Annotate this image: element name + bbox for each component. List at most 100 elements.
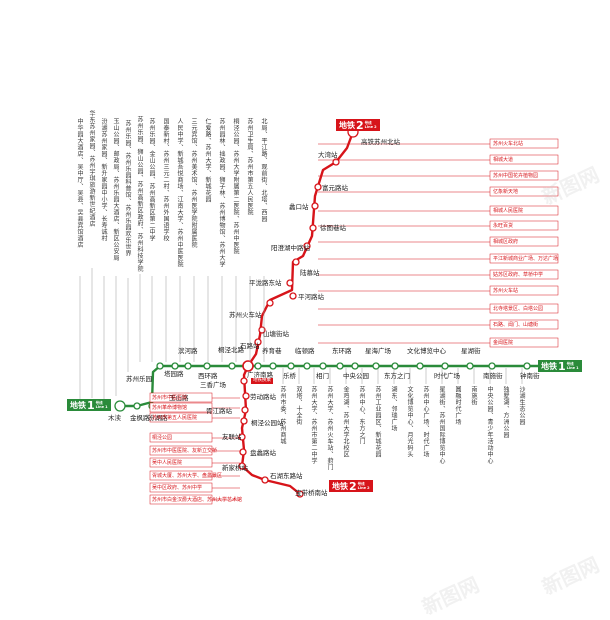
- line2-station-dot: [266, 299, 274, 307]
- right-label-box: [489, 253, 559, 264]
- line1-station-label: 滨河路: [178, 347, 198, 355]
- top-attraction-label: 仁爱路、苏州大学、新城花园: [204, 118, 211, 203]
- left-attraction-label: 苏州革命博物馆: [152, 405, 188, 411]
- line1-station-dot: [336, 362, 344, 370]
- line1-station-dot: [391, 362, 399, 370]
- right-attraction-label: 相城人民医院: [493, 208, 524, 214]
- line2-station-label: 石路站: [240, 342, 260, 350]
- line1-station-dot: [319, 362, 327, 370]
- line1-station-label: 东环路: [332, 347, 352, 355]
- line1-station-label: 临顿路: [295, 347, 315, 355]
- line2-station-dot: [332, 158, 340, 166]
- line2-station-label: 山塘街站: [263, 330, 289, 338]
- line2-station-dot: [309, 224, 317, 232]
- line1-badge-num-r: 1: [558, 359, 566, 373]
- line1-station-dot: [269, 362, 277, 370]
- line2-station-dot: [311, 202, 319, 210]
- line2-station-dot: [258, 326, 266, 334]
- left-attraction-label: 吴中人民医院: [152, 460, 183, 466]
- right-attraction-label: 姑苏区政府、草桥中学: [493, 272, 544, 278]
- line1-station-label: 汾湖路: [148, 414, 168, 422]
- line1-station-label: 养育巷: [262, 347, 282, 355]
- left-label-box: [149, 432, 213, 443]
- right-label-box: [489, 138, 559, 149]
- bottom-attraction-label: 苏州工业园区、新城花园: [374, 386, 381, 458]
- bottom-attraction-label: 中央公园、青少年活动中心: [486, 386, 493, 464]
- line2-station-dot: [296, 490, 304, 498]
- line2-badge-num-b: 2: [349, 479, 357, 493]
- right-attraction-label: 苏州火车站: [493, 288, 519, 294]
- line2-station-label: 石湖东路站: [270, 472, 303, 480]
- line2-station-dot: [314, 183, 322, 191]
- top-attraction-label: 三元宾馆、苏州美术馆、苏州医学院附属医院: [190, 118, 197, 248]
- line2-badge-text: 地铁: [339, 120, 355, 130]
- line1-station-dot: [287, 362, 295, 370]
- right-label-box: [489, 154, 559, 165]
- line1-station-label: 东方之门: [384, 372, 410, 380]
- line1-station-dot: [351, 362, 359, 370]
- line1-badge-sub2: Line 1: [95, 405, 108, 409]
- line1-station-label: 星湖街: [461, 347, 481, 355]
- line2-station-label: 平河路站: [298, 293, 324, 301]
- line2-station-dot: [286, 279, 294, 287]
- top-attraction-label: 汾湖苏州家园、新升家园中小学、长寿诚村: [100, 118, 107, 242]
- line2-badge-num: 2: [356, 118, 364, 132]
- line2-station-dot: [289, 292, 297, 300]
- line2-badge-sub2: Line 2: [364, 125, 377, 129]
- left-label-box: [149, 494, 213, 505]
- left-label-box: [149, 412, 213, 423]
- line2-station-label: 新家桥站: [222, 464, 248, 472]
- bottom-attraction-label: 苏州大学、苏州火车站、葑门: [326, 386, 333, 471]
- line1-station-label: 塔园路: [164, 370, 184, 378]
- line2-station-label: 三香广场: [200, 381, 226, 389]
- line2-badge-bottom[interactable]: 地铁 2 号线 Line 2: [329, 479, 373, 493]
- line2-badge-sub2-b: Line 2: [357, 486, 370, 490]
- line1-station-label: 广济南路: [247, 371, 273, 379]
- line2-station-dot: [254, 338, 262, 346]
- line2-badge-top[interactable]: 地铁 2 号线 Line 2: [336, 118, 380, 132]
- left-label-box: [149, 482, 213, 493]
- line2-station-label: 友联站: [222, 433, 242, 441]
- line1-station-dot: [114, 400, 126, 412]
- line1-station-label: 苏州乐园: [126, 375, 152, 383]
- top-attraction-label: 国泰新村、苏州三元二村、苏州外国语学校: [162, 118, 169, 242]
- left-attraction-label: 胥城大厦、苏州大学、盘蠡景区: [152, 473, 223, 479]
- line1-badge-text: 地铁: [70, 400, 86, 410]
- line2-station-dot: [239, 448, 247, 456]
- line2-station-label: 富元路站: [322, 184, 348, 192]
- line1-station-label: 时代广场: [434, 372, 460, 380]
- bottom-attraction-label: 苏州市委、苏州商城: [279, 386, 286, 445]
- left-attraction-label: 苏州市中医医院、友新立交桥: [152, 448, 218, 454]
- line1-station-dot: [133, 402, 141, 410]
- left-label-box: [149, 457, 213, 468]
- bottom-attraction-label: 苏州中心、东方之门: [358, 386, 365, 445]
- line1-badge-left[interactable]: 地铁 1 号线 Line 1: [67, 399, 111, 412]
- line2-station-label: 高铁苏州北站: [361, 138, 400, 146]
- line2-station-dot: [240, 417, 248, 425]
- line2-station-dot: [238, 433, 246, 441]
- line2-station-dot: [240, 377, 248, 385]
- line1-station-label: 桐泾北路: [218, 346, 244, 354]
- line2-station-label: 桐泾公园站: [251, 419, 284, 427]
- line2-station-label: 苏州火车站: [229, 311, 262, 319]
- line2-badge-sub: 号线 Line 2: [365, 121, 377, 129]
- right-attraction-label: 平江新城商业广场、万达广场: [493, 256, 559, 262]
- bottom-attraction-label: 苏州中心广场、时代广场: [422, 386, 429, 458]
- line1-station-dot: [303, 362, 311, 370]
- right-attraction-label: 北寺塔景区、白塔公园: [493, 306, 544, 312]
- left-attraction-label: 苏州市第五人民医院: [152, 415, 198, 421]
- line1-station-dot: [203, 362, 211, 370]
- right-attraction-label: 永旺百货: [493, 223, 514, 229]
- line1-badge-right[interactable]: 地铁 1 号线 Line 1: [538, 359, 582, 373]
- right-attraction-label: 石路、阊门、山塘街: [493, 322, 539, 328]
- bottom-attraction-label: 星湖街、苏州国际博览中心: [438, 386, 445, 464]
- top-attraction-label: 人民中学、新城吾悦商场、江南大学、苏州中医医院: [176, 118, 183, 268]
- right-attraction-label: 相城大道: [493, 157, 514, 163]
- transfer-station-dot: [242, 360, 254, 372]
- line1-badge-sub: 号线 Line 1: [96, 401, 108, 409]
- bottom-attraction-label: 独墅湖、方洲公园: [502, 386, 509, 438]
- right-attraction-label: 金阊医院: [493, 340, 514, 346]
- right-label-box: [489, 337, 559, 348]
- line2-badge-sub1: 号线: [364, 121, 372, 125]
- line2-station-label: 大湾站: [318, 151, 338, 159]
